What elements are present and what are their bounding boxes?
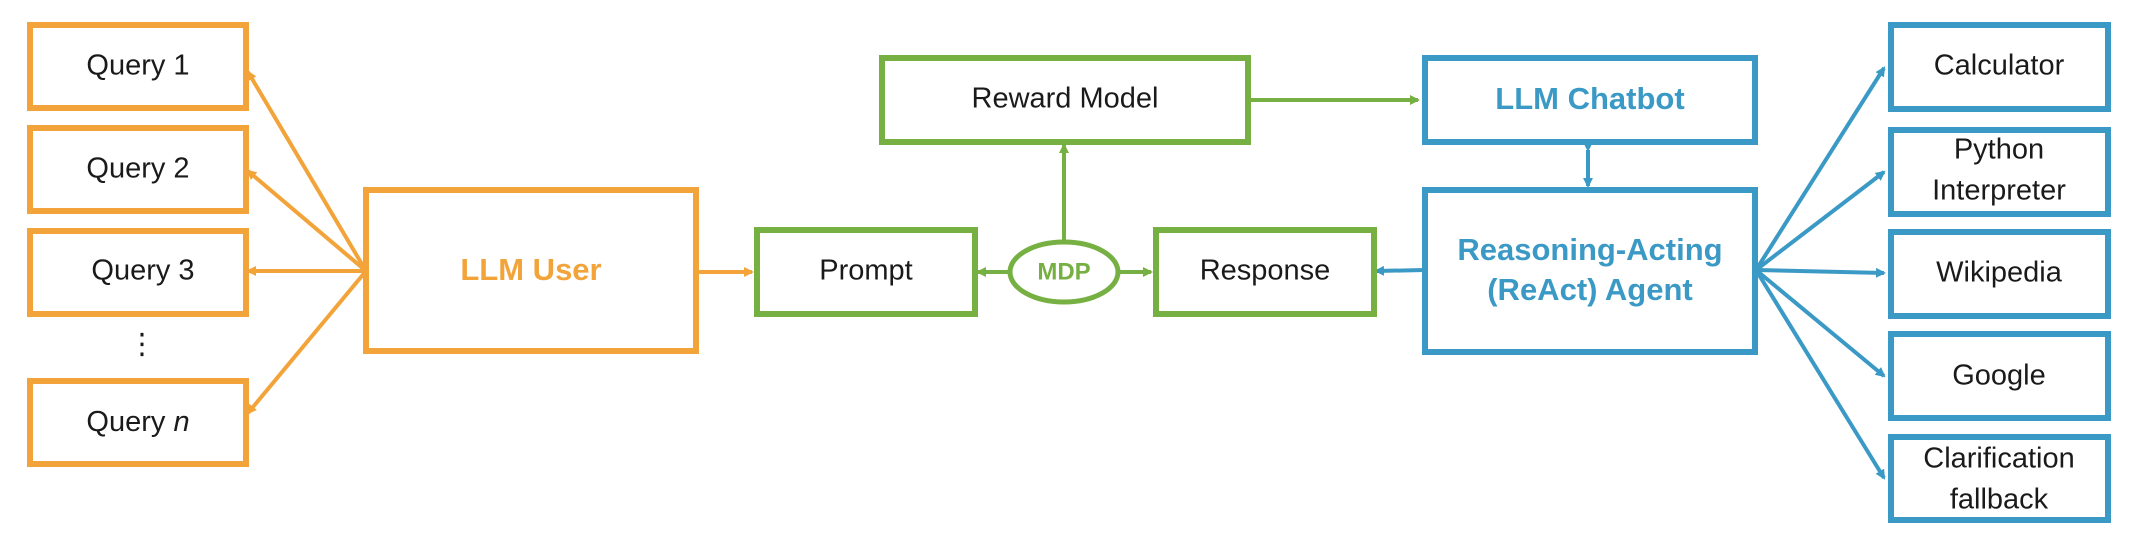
edge-user-queryn xyxy=(246,269,368,415)
query-ellipsis: ⋮ xyxy=(128,329,157,361)
prompt-label: Prompt xyxy=(819,255,912,287)
mdp-node: MDP xyxy=(1007,239,1121,305)
prompt-node: Prompt xyxy=(754,227,978,317)
python-interpreter-node: Python Interpreter xyxy=(1888,127,2111,217)
edge-agent-clarification xyxy=(1754,268,1886,480)
llm-user-label: LLM User xyxy=(460,252,601,287)
query-1-label: Query 1 xyxy=(86,50,189,82)
query-n-prefix: Query xyxy=(86,406,173,438)
query-1-node: Query 1 xyxy=(27,22,249,111)
python-label-line2: Interpreter xyxy=(1932,175,2066,207)
wikipedia-node: Wikipedia xyxy=(1888,229,2111,319)
python-label-line1: Python xyxy=(1954,134,2044,166)
reward-model-node: Reward Model xyxy=(879,55,1251,145)
edge-agent-wikipedia xyxy=(1755,267,1886,278)
reward-model-label: Reward Model xyxy=(972,83,1159,115)
query-n-node: Query n xyxy=(27,378,249,467)
query-3-node: Query 3 xyxy=(27,228,249,317)
edge-agent-google xyxy=(1754,268,1886,378)
clarification-fallback-node: Clarification fallback xyxy=(1888,434,2111,523)
query-n-variable: n xyxy=(173,406,189,438)
wikipedia-label: Wikipedia xyxy=(1936,257,2063,289)
edge-user-query1 xyxy=(246,70,368,273)
query-n-label: Query n xyxy=(86,406,189,438)
mdp-label: MDP xyxy=(1037,258,1090,285)
clarification-label-line1: Clarification xyxy=(1923,443,2075,475)
google-node: Google xyxy=(1888,331,2111,421)
calculator-node: Calculator xyxy=(1888,22,2111,112)
edge-agent-response xyxy=(1374,265,1426,276)
llm-user-node: LLM User xyxy=(363,187,699,354)
query-3-label: Query 3 xyxy=(91,255,194,287)
clarification-label-line2: fallback xyxy=(1950,484,2049,516)
response-label: Response xyxy=(1200,255,1331,287)
llm-chatbot-label: LLM Chatbot xyxy=(1495,81,1684,116)
calculator-label: Calculator xyxy=(1934,50,2065,82)
llm-chatbot-node: LLM Chatbot xyxy=(1422,55,1758,145)
edge-user-query2 xyxy=(246,169,368,273)
react-agent-label-line1: Reasoning-Acting xyxy=(1457,232,1722,267)
react-agent-label-line2: (ReAct) Agent xyxy=(1487,272,1693,307)
query-2-label: Query 2 xyxy=(86,153,189,185)
query-2-node: Query 2 xyxy=(27,125,249,214)
response-node: Response xyxy=(1153,227,1377,317)
react-agent-node: Reasoning-Acting (ReAct) Agent xyxy=(1422,187,1758,355)
google-label: Google xyxy=(1952,360,2046,392)
edges xyxy=(246,66,1886,480)
edge-agent-calculator xyxy=(1754,66,1886,272)
edge-agent-python xyxy=(1754,170,1886,272)
